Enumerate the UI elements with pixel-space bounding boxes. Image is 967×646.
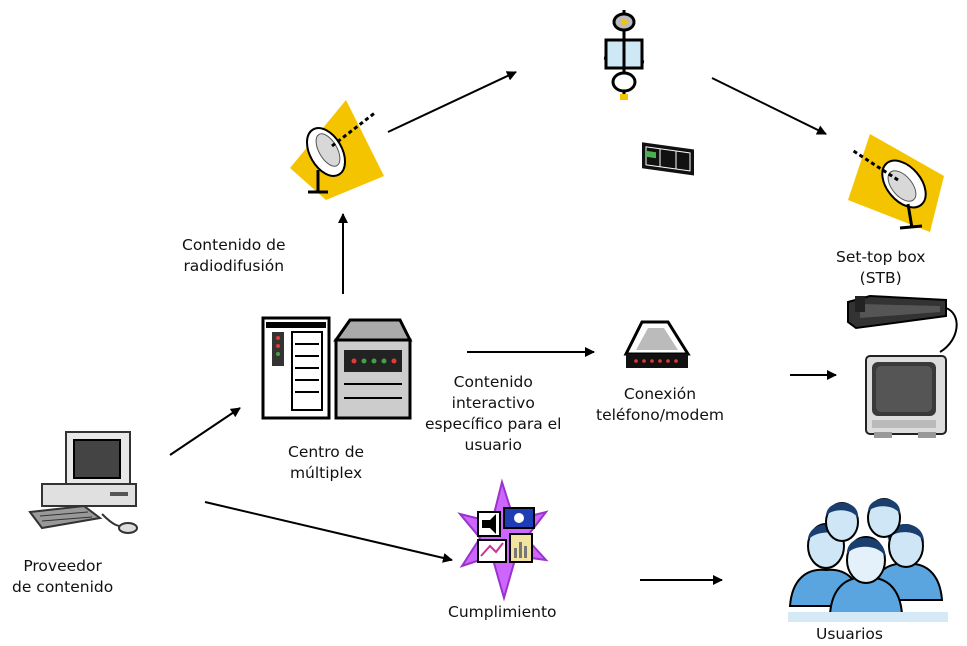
arrow-provider-to-multiplex: [169, 407, 241, 456]
flow-arrows: [169, 71, 837, 585]
interactive-label-line-2: interactivo: [451, 394, 535, 412]
stb-label-line-1: Set-top box: [836, 248, 926, 266]
uplink-dish-icon: [290, 100, 384, 200]
multiplex-label-line-2: múltiplex: [289, 464, 363, 482]
modem-label-line-2: teléfono/modem: [596, 406, 724, 424]
fulfillment-media-icon: [457, 478, 549, 602]
satellite-icon: [603, 10, 694, 176]
users-group-icon: [788, 498, 948, 622]
broadcast-label-line-2: radiodifusión: [183, 257, 285, 275]
multiplex-server-icon: [261, 316, 413, 420]
modem-connection-label: Conexión teléfono/modem: [596, 384, 724, 426]
arrow-provider-to-fulfillment: [204, 501, 453, 563]
interactive-label-line-1: Contenido: [453, 373, 533, 391]
modem-icon: [623, 320, 691, 368]
interactive-label-line-3: específico para el: [425, 415, 562, 433]
arrow-dish-to-satellite: [387, 71, 517, 133]
broadcast-label-line-1: Contenido de: [182, 236, 286, 254]
stb-label-line-2: (STB): [859, 269, 902, 287]
fulfillment-label: Cumplimiento: [448, 603, 557, 621]
provider-label-line-1: Proveedor: [23, 557, 102, 575]
multiplex-center-label: Centro de múltiplex: [288, 442, 364, 484]
arrow-satellite-to-receiver: [711, 77, 827, 135]
receiver-dish-icon: [848, 134, 944, 232]
content-provider-label: Proveedor de contenido: [12, 556, 113, 598]
modem-label-line-1: Conexión: [623, 385, 697, 403]
multiplex-label-line-1: Centro de: [288, 443, 365, 461]
broadcast-content-label: Contenido de radiodifusión: [182, 235, 286, 277]
provider-computer-icon: [28, 431, 138, 534]
provider-label-line-2: de contenido: [12, 578, 114, 596]
stb-label: Set-top box (STB): [836, 247, 925, 289]
users-label: Usuarios: [816, 625, 883, 643]
interactive-label-line-4: usuario: [464, 436, 522, 454]
interactive-content-label: Contenido interactivo específico para el…: [425, 372, 562, 456]
set-top-box-tv-icon: [847, 294, 958, 438]
